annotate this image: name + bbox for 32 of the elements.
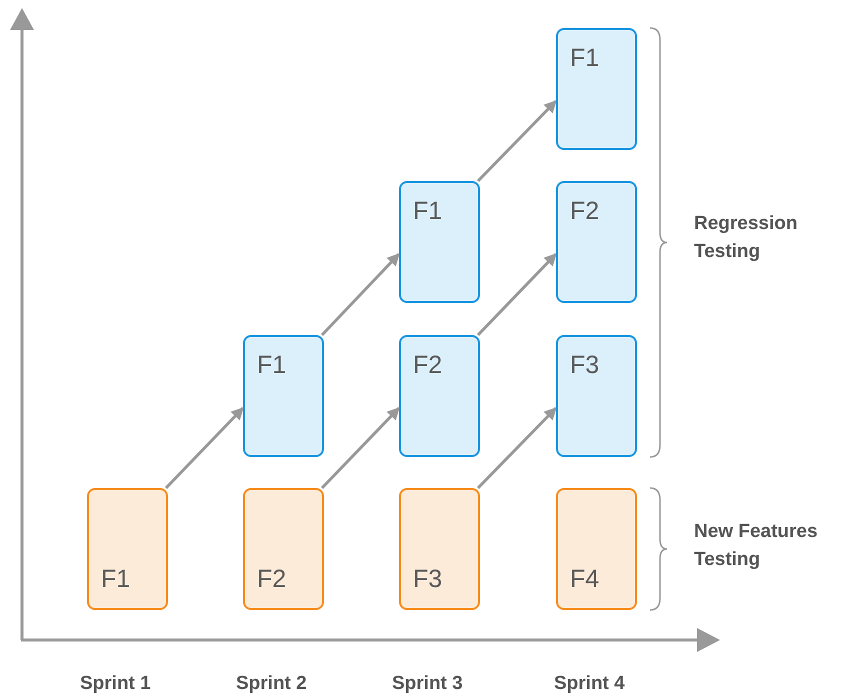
- bracket-label: Regression Testing: [694, 212, 798, 264]
- new-feature-card: [243, 488, 324, 610]
- feature-label: F2: [570, 199, 600, 224]
- new-feature-card: [399, 488, 480, 610]
- sprint-label: Sprint 4: [554, 672, 626, 696]
- feature-label: F4: [570, 567, 600, 592]
- arrow: [476, 252, 558, 336]
- feature-label: F3: [413, 567, 442, 592]
- arrow: [476, 406, 558, 490]
- regression-feature-card: [556, 28, 637, 150]
- regression-feature-card: [243, 335, 324, 457]
- feature-label: F1: [570, 46, 600, 71]
- sprint-label: Sprint 1: [80, 672, 152, 696]
- sprint-label: Sprint 2: [236, 672, 308, 696]
- feature-label: F3: [570, 353, 600, 378]
- feature-label: F1: [257, 353, 286, 378]
- feature-label: F1: [101, 567, 130, 592]
- arrow: [320, 252, 400, 336]
- regression-feature-card: [399, 181, 480, 303]
- sprint-label: Sprint 3: [392, 672, 464, 696]
- regression-feature-card: [556, 181, 637, 303]
- feature-label: F2: [257, 567, 286, 592]
- feature-label: F2: [413, 353, 442, 378]
- arrow: [164, 406, 244, 490]
- bracket-label: New Features Testing: [694, 520, 819, 572]
- feature-label: F1: [413, 199, 442, 224]
- regression-feature-card: [556, 335, 637, 457]
- new-feature-card: [87, 488, 168, 610]
- arrow: [476, 100, 558, 182]
- regression-feature-card: [399, 335, 480, 457]
- arrow: [320, 406, 400, 490]
- new-feature-card: [556, 488, 637, 610]
